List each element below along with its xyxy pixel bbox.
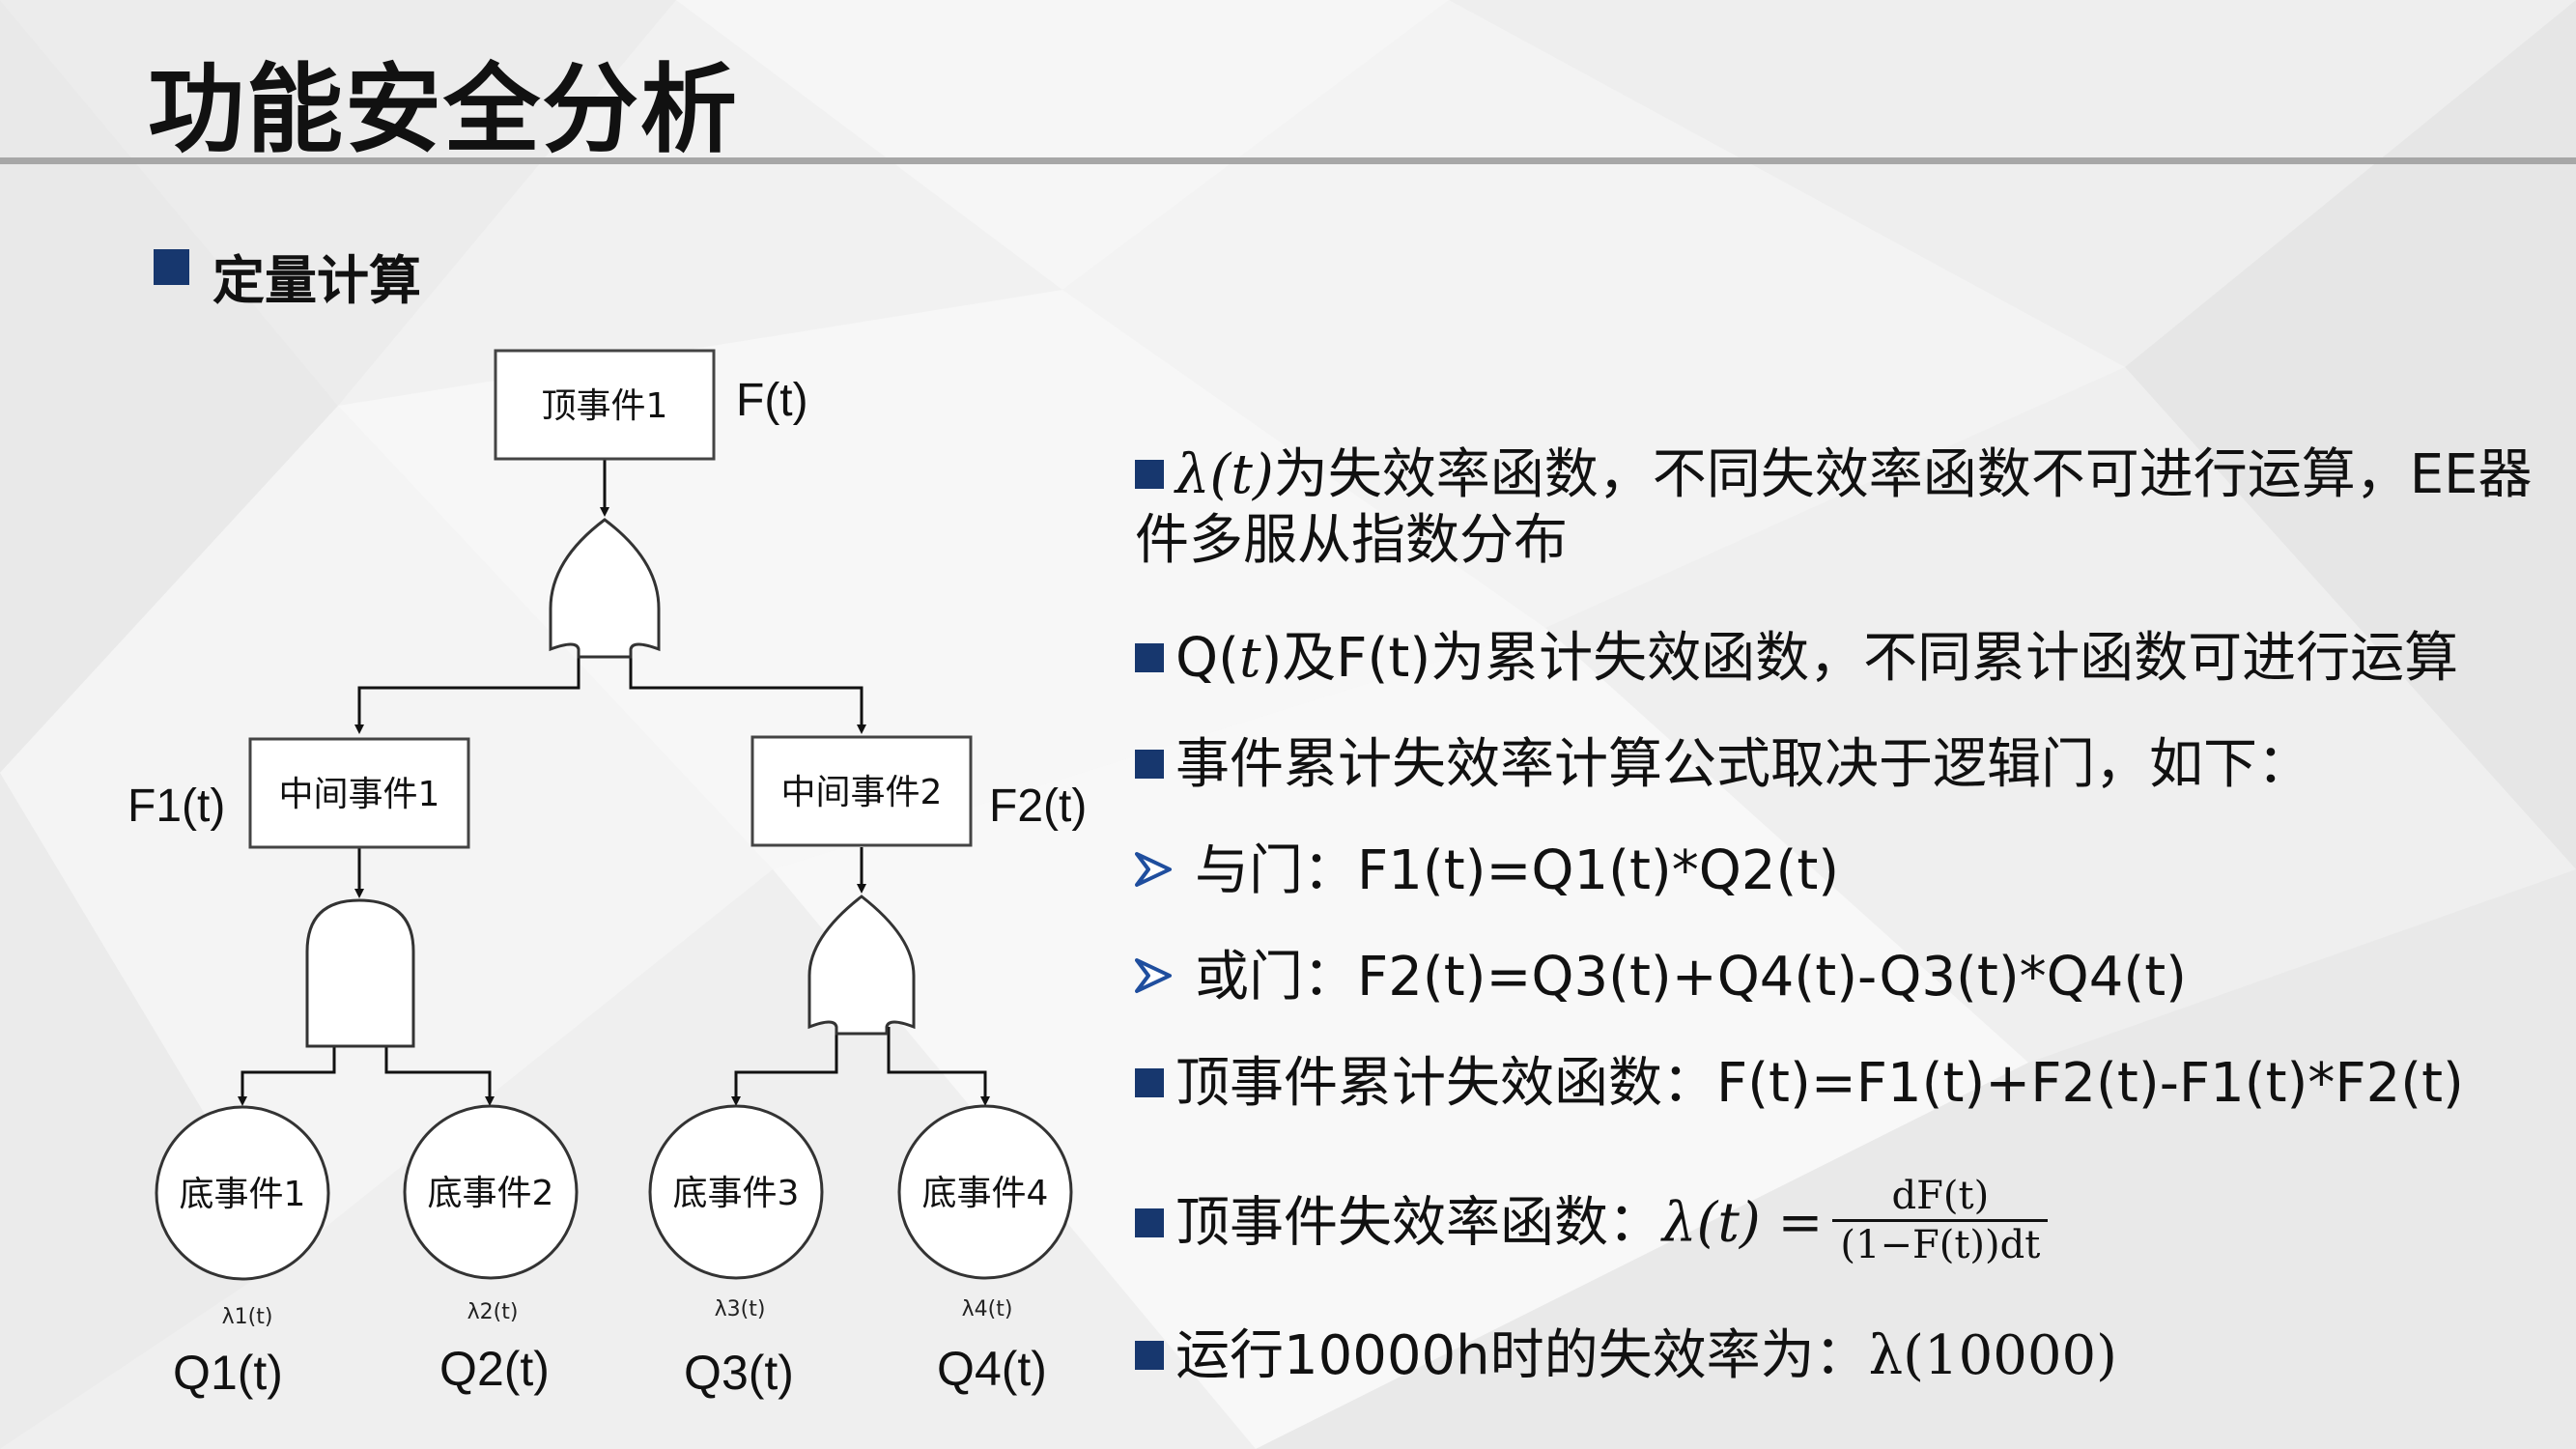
point-4: 与门：F1(t)=Q1(t)*Q2(t) — [1135, 838, 1839, 904]
basic-event-1-lambda: λ1(t) — [222, 1305, 273, 1329]
point-8-math: λ(10000) — [1868, 1324, 2117, 1387]
point-5: 或门：F2(t)=Q3(t)+Q4(t)-Q3(t)*Q4(t) — [1135, 945, 2187, 1010]
fraction: dF(t)(1−F(t))dt — [1832, 1173, 2049, 1268]
point-8: 运行10000h时的失效率为：λ(10000) — [1135, 1323, 2117, 1389]
point-2-t: t — [1238, 627, 1261, 690]
connector-or2-left — [731, 1027, 838, 1106]
basic-event-1: 底事件1 λ1(t) Q1(t) — [155, 1105, 330, 1400]
point-7: 顶事件失效率函数：λ(t) =dF(t)(1−F(t))dt — [1135, 1174, 2049, 1274]
bullet-square-icon — [1135, 1208, 1164, 1237]
point-1-text: 为失效率函数，不同失效率函数不可进行运算，EE器件多服从指数分布 — [1135, 443, 2533, 572]
point-2-prefix: Q( — [1175, 627, 1239, 690]
bullet-square-icon — [1135, 1068, 1164, 1097]
fraction-denominator: (1−F(t))dt — [1832, 1219, 2049, 1268]
mid-event-right-label: 中间事件2 — [781, 773, 943, 812]
bullet-square-icon — [1135, 643, 1164, 672]
basic-event-1-label: 底事件1 — [180, 1175, 306, 1214]
point-6: 顶事件累计失效函数：F(t)=F1(t)+F2(t)-F1(t)*F2(t) — [1135, 1051, 2464, 1117]
basic-event-3-q: Q3(t) — [684, 1346, 794, 1400]
bullet-square-icon — [1135, 460, 1164, 489]
mid-event-left-func: F1(t) — [127, 781, 225, 832]
basic-event-3-label: 底事件3 — [673, 1174, 800, 1213]
point-2-text: )及F(t)为累计失效函数，不同累计函数可进行运算 — [1260, 627, 2459, 690]
basic-event-4-label: 底事件4 — [922, 1174, 1049, 1213]
point-7-lhs: λ(t) = — [1662, 1191, 1824, 1255]
mid-event-right-func: F2(t) — [989, 781, 1087, 832]
point-4-text: 与门：F1(t)=Q1(t)*Q2(t) — [1195, 839, 1840, 902]
connector-or1-left — [354, 649, 580, 734]
point-1: λ(t)为失效率函数，不同失效率函数不可进行运算，EE器件多服从指数分布 — [1135, 442, 2545, 574]
point-5-text: 或门：F2(t)=Q3(t)+Q4(t)-Q3(t)*Q4(t) — [1195, 946, 2188, 1009]
basic-event-3-lambda: λ3(t) — [715, 1297, 766, 1321]
connector-or1-right — [629, 649, 866, 734]
top-event-box — [494, 349, 716, 461]
page-title: 功能安全分析 — [148, 53, 739, 166]
basic-event-4: 底事件4 λ4(t) Q4(t) — [897, 1104, 1073, 1396]
point-2: Q(t)及F(t)为累计失效函数，不同累计函数可进行运算 — [1135, 626, 2458, 692]
top-event-label: 顶事件1 — [542, 386, 668, 426]
point-7-text: 顶事件失效率函数： — [1175, 1191, 1662, 1255]
mid-event-right-box — [750, 735, 973, 847]
basic-event-1-q: Q1(t) — [173, 1346, 283, 1400]
basic-event-4-q: Q4(t) — [937, 1342, 1047, 1396]
title-divider — [0, 157, 2576, 164]
or-gate-top-icon — [549, 518, 661, 659]
section-title: 定量计算 — [212, 250, 421, 311]
connector-and-right — [384, 1046, 495, 1106]
section-bullet-icon — [154, 249, 189, 285]
basic-event-2-q: Q2(t) — [439, 1342, 550, 1396]
basic-event-2-lambda: λ2(t) — [467, 1300, 519, 1324]
top-event-func: F(t) — [736, 375, 808, 426]
bullet-square-icon — [1135, 750, 1164, 779]
mid-event-left-box — [248, 737, 470, 849]
mid-event-left-label: 中间事件1 — [279, 775, 440, 814]
connector-and-left — [238, 1046, 336, 1106]
or-gate-right-icon — [807, 895, 916, 1036]
connector-or2-right — [887, 1027, 990, 1106]
point-3-text: 事件累计失效率计算公式取决于逻辑门，如下： — [1175, 733, 2311, 796]
point-8-text: 运行10000h时的失效率为： — [1175, 1324, 1869, 1387]
and-gate-icon — [305, 898, 415, 1048]
arrow-bullet-icon — [1135, 958, 1172, 993]
fraction-numerator: dF(t) — [1891, 1174, 1990, 1218]
basic-event-2-label: 底事件2 — [428, 1174, 554, 1213]
point-1-math: λ(t) — [1175, 443, 1274, 506]
point-6-text: 顶事件累计失效函数：F(t)=F1(t)+F2(t)-F1(t)*F2(t) — [1175, 1052, 2464, 1115]
point-3: 事件累计失效率计算公式取决于逻辑门，如下： — [1135, 732, 2311, 798]
bullet-square-icon — [1135, 1341, 1164, 1370]
basic-event-3: 底事件3 λ3(t) Q3(t) — [648, 1104, 824, 1400]
basic-event-4-lambda: λ4(t) — [962, 1297, 1013, 1321]
arrow-bullet-icon — [1135, 852, 1172, 887]
basic-event-2: 底事件2 λ2(t) Q2(t) — [403, 1104, 579, 1396]
